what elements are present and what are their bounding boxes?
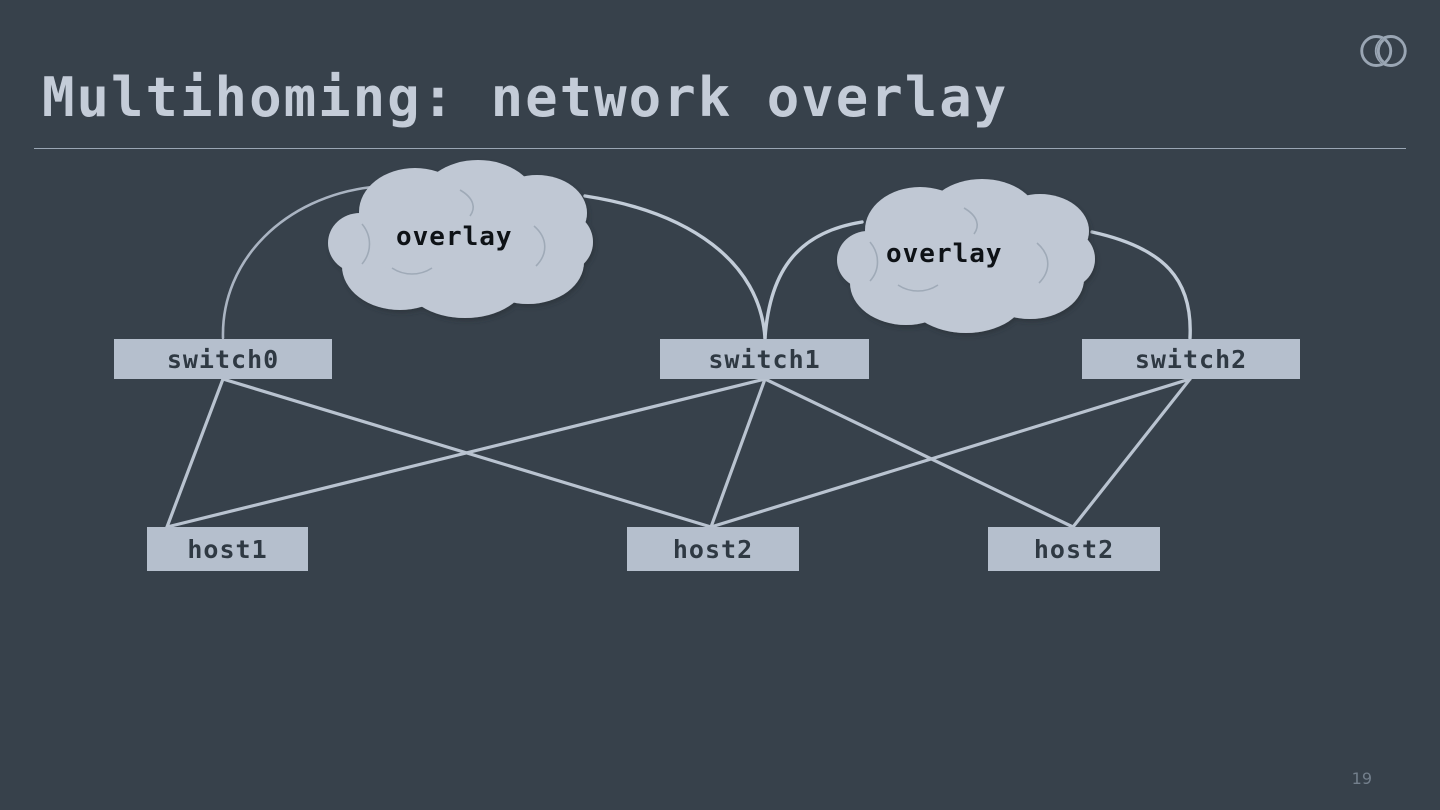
link-switch1-host2b <box>763 377 1075 529</box>
interlocking-rings-logo <box>1354 22 1412 80</box>
link-switch2-host2b <box>1071 377 1192 529</box>
arc-switch1-cloud1 <box>763 220 864 340</box>
node-switch1[interactable]: switch1 <box>660 339 869 379</box>
arc-cloud0-switch1 <box>583 194 767 340</box>
link-switch0-host1 <box>165 377 225 529</box>
node-host1[interactable]: host1 <box>147 527 308 571</box>
arc-cloud1-switch2 <box>1090 230 1192 340</box>
cloud-label-overlay-0: overlay <box>396 222 513 252</box>
overlay-arc-group <box>221 185 374 340</box>
link-switch2-host2a <box>709 377 1192 529</box>
overlay-arc-group-2 <box>583 194 1192 340</box>
cloud-label-overlay-1: overlay <box>886 239 1003 269</box>
link-switch1-host2a <box>709 377 767 529</box>
node-switch0[interactable]: switch0 <box>114 339 332 379</box>
arc-switch0-cloud0 <box>221 185 374 340</box>
title-divider <box>34 148 1406 149</box>
page-number: 19 <box>1351 769 1372 788</box>
node-switch2[interactable]: switch2 <box>1082 339 1300 379</box>
page-title: Multihoming: network overlay <box>42 66 1009 129</box>
node-host2-right[interactable]: host2 <box>988 527 1160 571</box>
cloud-overlay-0 <box>328 160 593 318</box>
node-host2-middle[interactable]: host2 <box>627 527 799 571</box>
link-group <box>165 377 1192 529</box>
cloud-overlay-1 <box>837 179 1095 333</box>
link-switch1-host1 <box>165 377 767 529</box>
